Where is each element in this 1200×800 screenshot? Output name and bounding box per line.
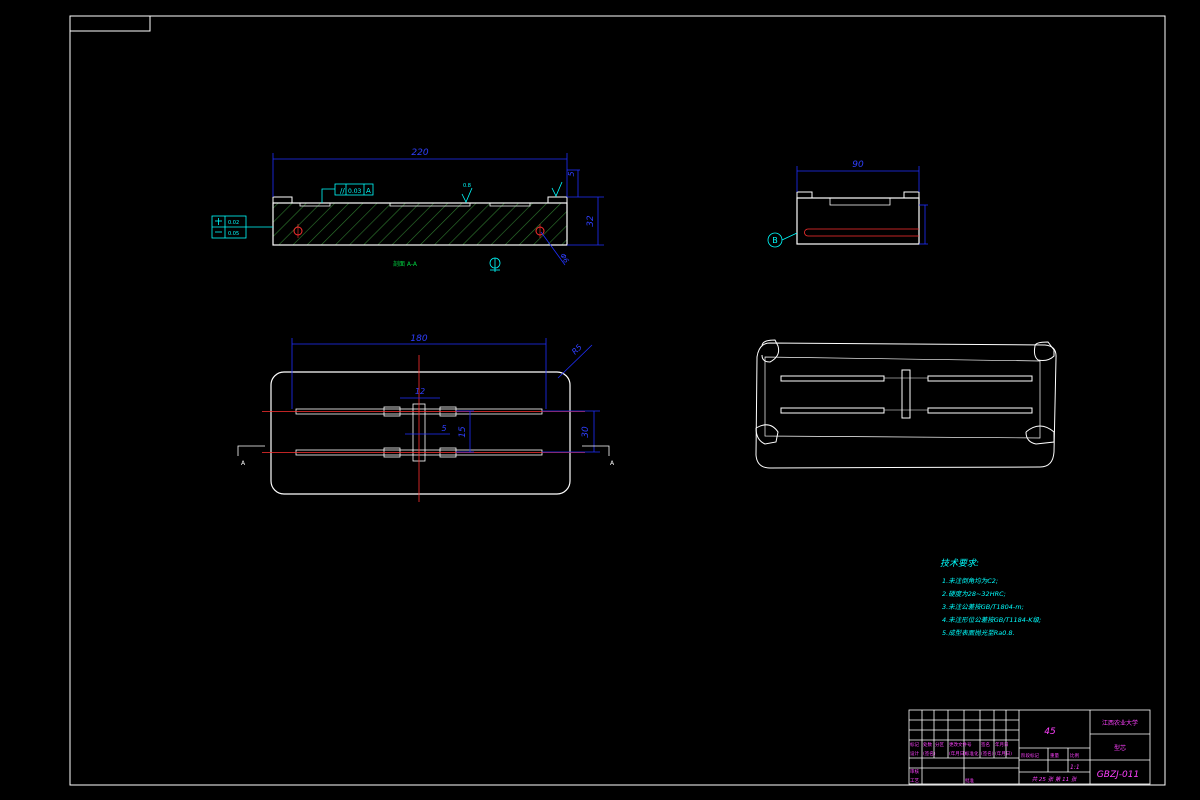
tb-count: 处数 (923, 741, 932, 748)
section-label: 剖面 A-A (393, 260, 418, 268)
tb-material: 45 (1044, 727, 1056, 737)
side-width-dim: 90 (852, 160, 864, 170)
tech-requirements-title: 技术要求: (940, 559, 980, 569)
view-label: B (772, 236, 778, 245)
roughness-value: 0.8 (463, 183, 471, 189)
front-step-dim: 5 (567, 171, 576, 176)
tech-req-item: 4.未注形位公差按GB/T1184-K级; (942, 616, 1042, 624)
tb-school: 江西农业大学 (1102, 719, 1138, 727)
front-length-dim: 220 (411, 148, 428, 158)
cut-mark-right: A (610, 460, 615, 467)
tech-req-item: 3.未注公差按GB/T1804-m; (942, 603, 1024, 611)
cut-mark-left: A (241, 460, 246, 467)
tb-stage: 阶段标记 (1021, 752, 1039, 759)
tb-designer: 设计 (910, 750, 919, 757)
front-hole-dim: Φ6 (558, 252, 570, 265)
parallelism-value: 0.03 (348, 188, 362, 195)
front-section-view: 220 32 5 Φ6 // 0.03 A 0.8 0.02 (211, 148, 604, 272)
tech-requirements: 技术要求: 1.未注倒角均为C2; 2.硬度为28~32HRC; 3.未注公差按… (940, 556, 1041, 640)
tb-sheet-info: 共 25 张 第 11 张 (1032, 776, 1078, 783)
plan-center-dim: 5 (441, 424, 446, 433)
tb-scale: 1:1 (1070, 764, 1080, 771)
tb-review: 审核 (910, 768, 919, 775)
tb-standard: 标准化 (965, 750, 979, 757)
side-view: 90 B (767, 160, 928, 248)
roughness-icon (461, 181, 563, 203)
tb-standard-sign: (签名) (981, 750, 994, 757)
tb-mark: 标记 (910, 741, 919, 748)
front-height-dim: 32 (586, 215, 596, 227)
plan-length-dim: 180 (410, 334, 427, 344)
flatness-value: 0.02 (228, 220, 239, 226)
tb-date: 年月日 (995, 741, 1009, 748)
isometric-view (755, 339, 1057, 469)
view-arrow-icon (767, 232, 798, 248)
tb-change-no: 更改文件号 (949, 741, 972, 748)
tb-approve: 批准 (965, 777, 974, 784)
perpendicularity-value: 0.05 (228, 231, 239, 237)
tech-req-item: 5.成型表面抛光至Ra0.8. (942, 629, 1015, 637)
datum-symbol-icon (489, 257, 501, 272)
tb-process: 工艺 (910, 778, 919, 784)
tb-drawing-number: GBZJ-011 (1097, 770, 1139, 780)
tb-ratio: 比例 (1070, 752, 1079, 759)
tb-standard-date: (年月日) (995, 750, 1012, 757)
plan-view: 180 30 15 12 5 R5 A A (237, 334, 615, 502)
plan-branch-dim: 15 (458, 426, 468, 438)
tb-weight: 重量 (1050, 752, 1059, 759)
parallelism-symbol: // (340, 187, 345, 195)
plan-gap-dim: 12 (415, 387, 425, 396)
title-block (908, 709, 1151, 785)
plan-spacing-dim: 30 (581, 426, 591, 438)
sheet-frame (69, 15, 1166, 786)
tb-part-name: 型芯 (1114, 744, 1126, 752)
tb-designer-date: (年月日) (949, 750, 966, 757)
tb-sign: 签名 (981, 741, 990, 748)
tb-designer-sign: (签名) (923, 750, 936, 757)
parallelism-datum: A (366, 187, 371, 195)
tech-req-item: 1.未注倒角均为C2; (942, 577, 999, 585)
tech-req-item: 2.硬度为28~32HRC; (942, 590, 1006, 598)
tb-zone: 分区 (935, 741, 944, 748)
